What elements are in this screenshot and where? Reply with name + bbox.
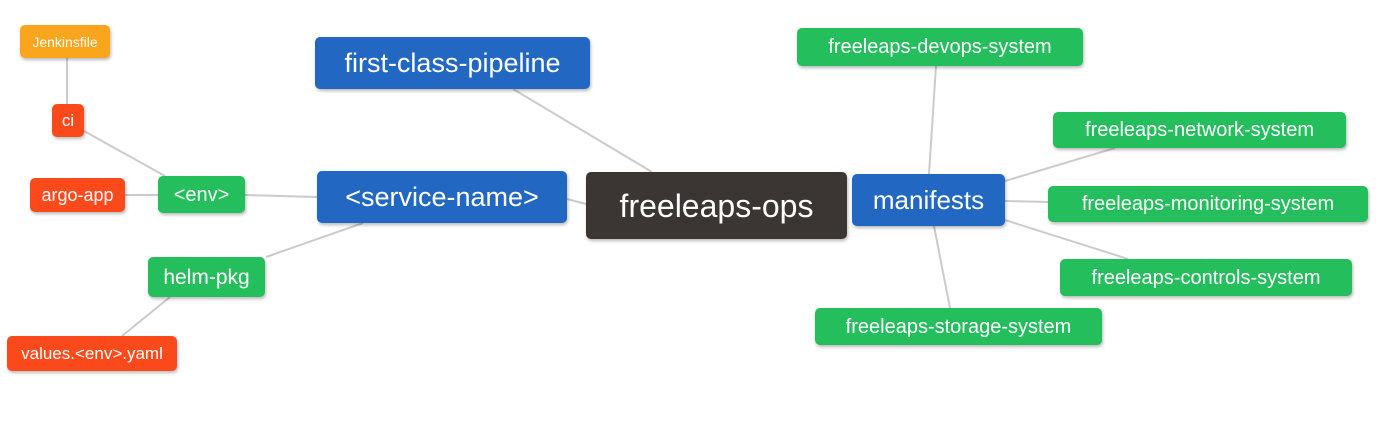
node-label-freeleaps-ops: freeleaps-ops xyxy=(619,187,814,224)
node-first-class-pipeline[interactable]: first-class-pipeline xyxy=(315,37,590,89)
node-label-ci: ci xyxy=(61,111,75,130)
node-helm-pkg[interactable]: helm-pkg xyxy=(148,257,265,297)
node-argo-app[interactable]: argo-app xyxy=(30,178,125,212)
node-env[interactable]: <env> xyxy=(158,176,245,213)
node-label-network-system: freeleaps-network-system xyxy=(1085,119,1314,141)
edge-manifests-controls-system xyxy=(1004,219,1129,260)
node-label-devops-system: freeleaps-devops-system xyxy=(828,36,1052,58)
edge-manifests-network-system xyxy=(1004,147,1116,182)
node-ci[interactable]: ci xyxy=(52,104,84,137)
edge-first-class-pipeline-freeleaps-ops xyxy=(512,88,653,173)
node-label-argo-app: argo-app xyxy=(41,185,114,205)
node-manifests[interactable]: manifests xyxy=(852,174,1005,226)
node-values-env-yaml[interactable]: values.<env>.yaml xyxy=(7,336,177,371)
node-label-helm-pkg: helm-pkg xyxy=(163,265,250,289)
edge-helm-pkg-values-env-yaml xyxy=(121,296,171,337)
edge-manifests-devops-system xyxy=(928,65,937,175)
edge-service-name-helm-pkg xyxy=(265,222,364,258)
node-network-system[interactable]: freeleaps-network-system xyxy=(1053,112,1346,148)
edge-manifests-storage-system xyxy=(933,225,951,309)
node-label-values-env-yaml: values.<env>.yaml xyxy=(21,344,163,363)
edge-service-name-freeleaps-ops xyxy=(566,198,587,205)
node-label-first-class-pipeline: first-class-pipeline xyxy=(344,47,561,78)
edge-ci-env xyxy=(83,130,166,177)
node-label-storage-system: freeleaps-storage-system xyxy=(845,315,1072,338)
node-label-monitoring-system: freeleaps-monitoring-system xyxy=(1081,193,1335,215)
node-label-env: <env> xyxy=(173,183,230,206)
node-devops-system[interactable]: freeleaps-devops-system xyxy=(797,28,1083,66)
edge-manifests-monitoring-system xyxy=(1004,200,1049,203)
edge-env-service-name xyxy=(244,194,318,198)
node-monitoring-system[interactable]: freeleaps-monitoring-system xyxy=(1048,186,1368,222)
node-label-manifests: manifests xyxy=(872,185,985,215)
node-label-controls-system: freeleaps-controls-system xyxy=(1091,266,1321,289)
node-storage-system[interactable]: freeleaps-storage-system xyxy=(815,308,1102,345)
node-controls-system[interactable]: freeleaps-controls-system xyxy=(1060,259,1352,296)
node-label-service-name: <service-name> xyxy=(345,181,539,212)
node-freeleaps-ops[interactable]: freeleaps-ops xyxy=(586,172,847,239)
node-label-jenkinsfile: Jenkinsfile xyxy=(32,33,98,50)
node-service-name[interactable]: <service-name> xyxy=(317,171,567,223)
node-jenkinsfile[interactable]: Jenkinsfile xyxy=(20,25,110,58)
